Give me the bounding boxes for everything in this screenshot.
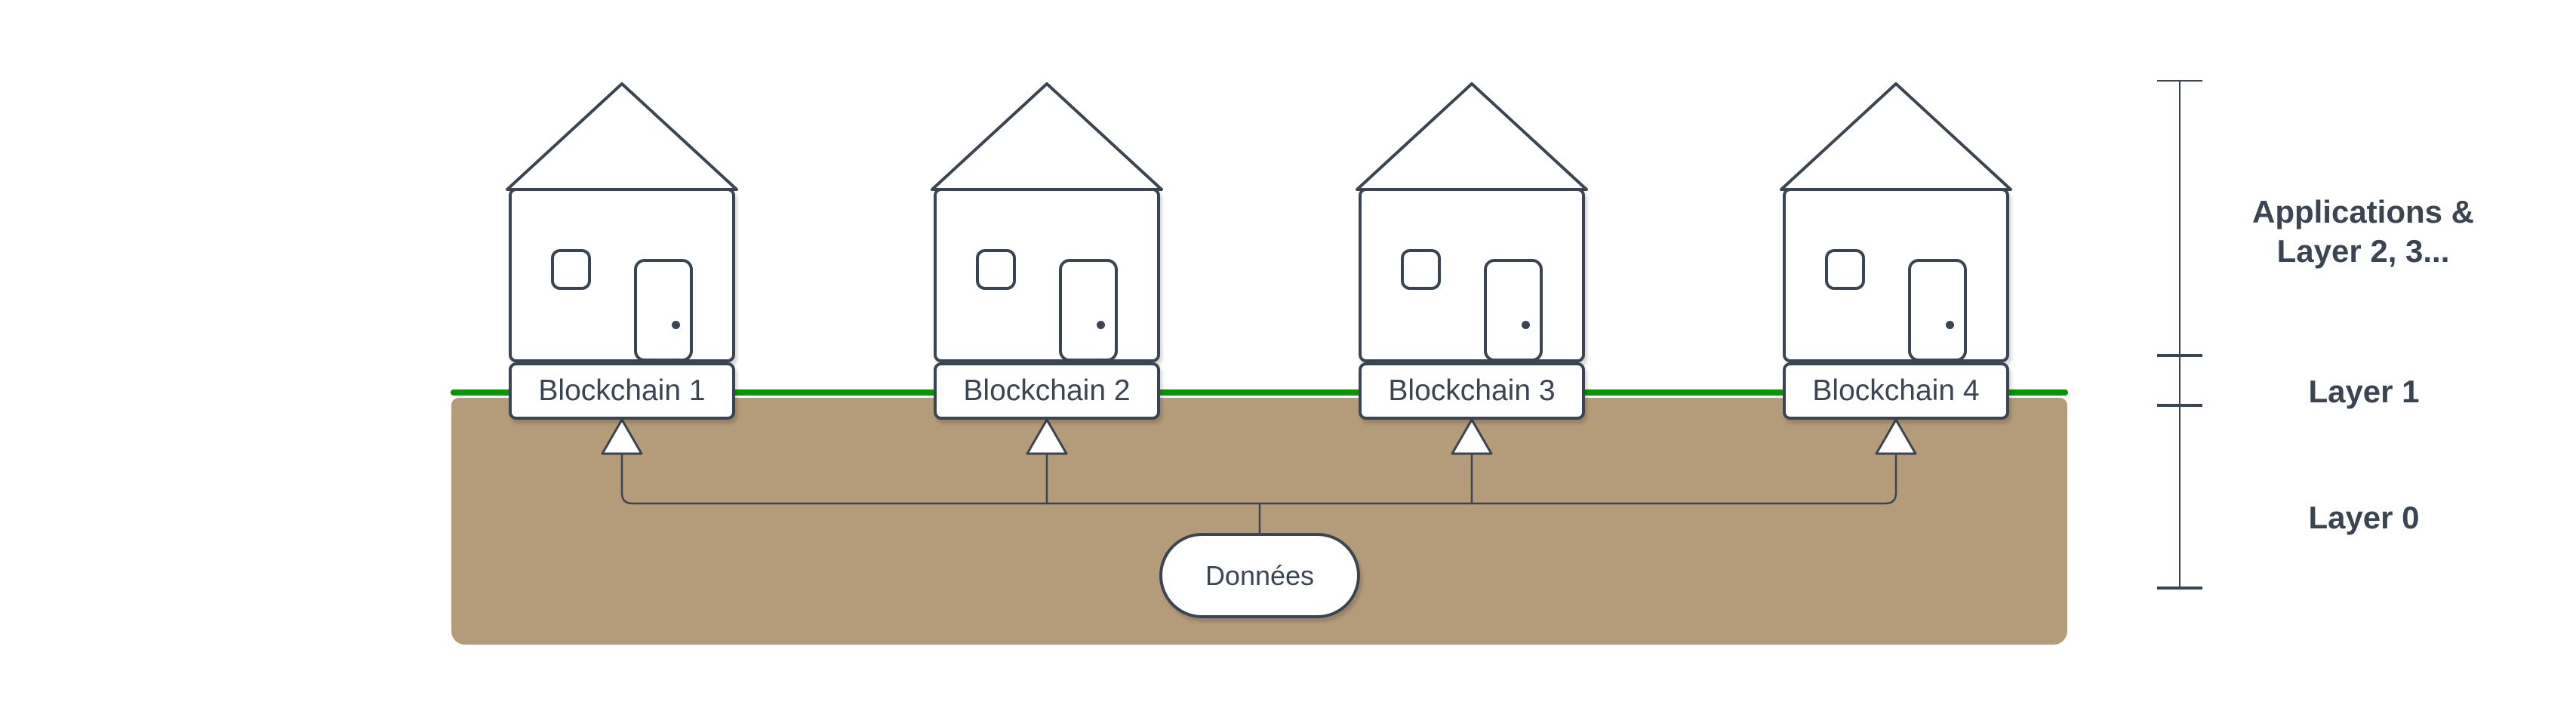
house-blockchain-2: Blockchain 2 <box>926 78 1168 420</box>
legend-layer1: Layer 1 <box>2308 374 2420 409</box>
door-knob-icon <box>1097 321 1105 329</box>
door-knob-icon <box>1522 321 1530 329</box>
door-icon <box>634 259 693 362</box>
layer-bracket-tick <box>2157 404 2202 407</box>
window-icon <box>1825 249 1865 290</box>
blockchain-label: Blockchain 3 <box>1359 362 1585 420</box>
house-blockchain-4: Blockchain 4 <box>1775 78 2017 420</box>
roof-icon <box>506 82 738 191</box>
door-knob-icon <box>1946 321 1954 329</box>
layer-bracket-tick <box>2157 587 2202 590</box>
blockchain-label: Blockchain 1 <box>509 362 735 420</box>
roof-icon <box>1356 82 1588 191</box>
legend-applications: Applications & Layer 2, 3... <box>2205 192 2522 271</box>
door-icon <box>1059 259 1118 362</box>
layer-bracket-tick <box>2157 80 2202 82</box>
layer-bracket-line <box>2179 81 2181 588</box>
layer-bracket-tick <box>2157 354 2202 357</box>
arrow-up-icon <box>1875 418 1917 455</box>
window-icon <box>976 249 1016 290</box>
arrow-up-icon <box>1451 418 1493 455</box>
legend-applications-line1: Applications & <box>2251 194 2475 229</box>
connector-bus <box>620 453 1897 505</box>
arrow-up-icon <box>601 418 643 455</box>
data-node: Données <box>1159 533 1360 618</box>
door-knob-icon <box>672 321 680 329</box>
window-icon <box>1401 249 1441 290</box>
roof-icon <box>1780 82 2012 191</box>
surface-green-line <box>451 389 2068 396</box>
house-body <box>509 188 735 362</box>
door-icon <box>1908 259 1967 362</box>
arrow-up-icon <box>1026 418 1068 455</box>
blockchain-label: Blockchain 2 <box>934 362 1160 420</box>
door-icon <box>1484 259 1543 362</box>
legend-applications-line2: Layer 2, 3... <box>2276 233 2450 269</box>
legend-layer0: Layer 0 <box>2308 500 2420 535</box>
house-body <box>1783 188 2009 362</box>
roof-icon <box>931 82 1163 191</box>
window-icon <box>551 249 591 290</box>
house-body <box>1359 188 1585 362</box>
house-body <box>934 188 1160 362</box>
blockchain-label: Blockchain 4 <box>1783 362 2009 420</box>
house-blockchain-1: Blockchain 1 <box>501 78 743 420</box>
house-blockchain-3: Blockchain 3 <box>1351 78 1593 420</box>
